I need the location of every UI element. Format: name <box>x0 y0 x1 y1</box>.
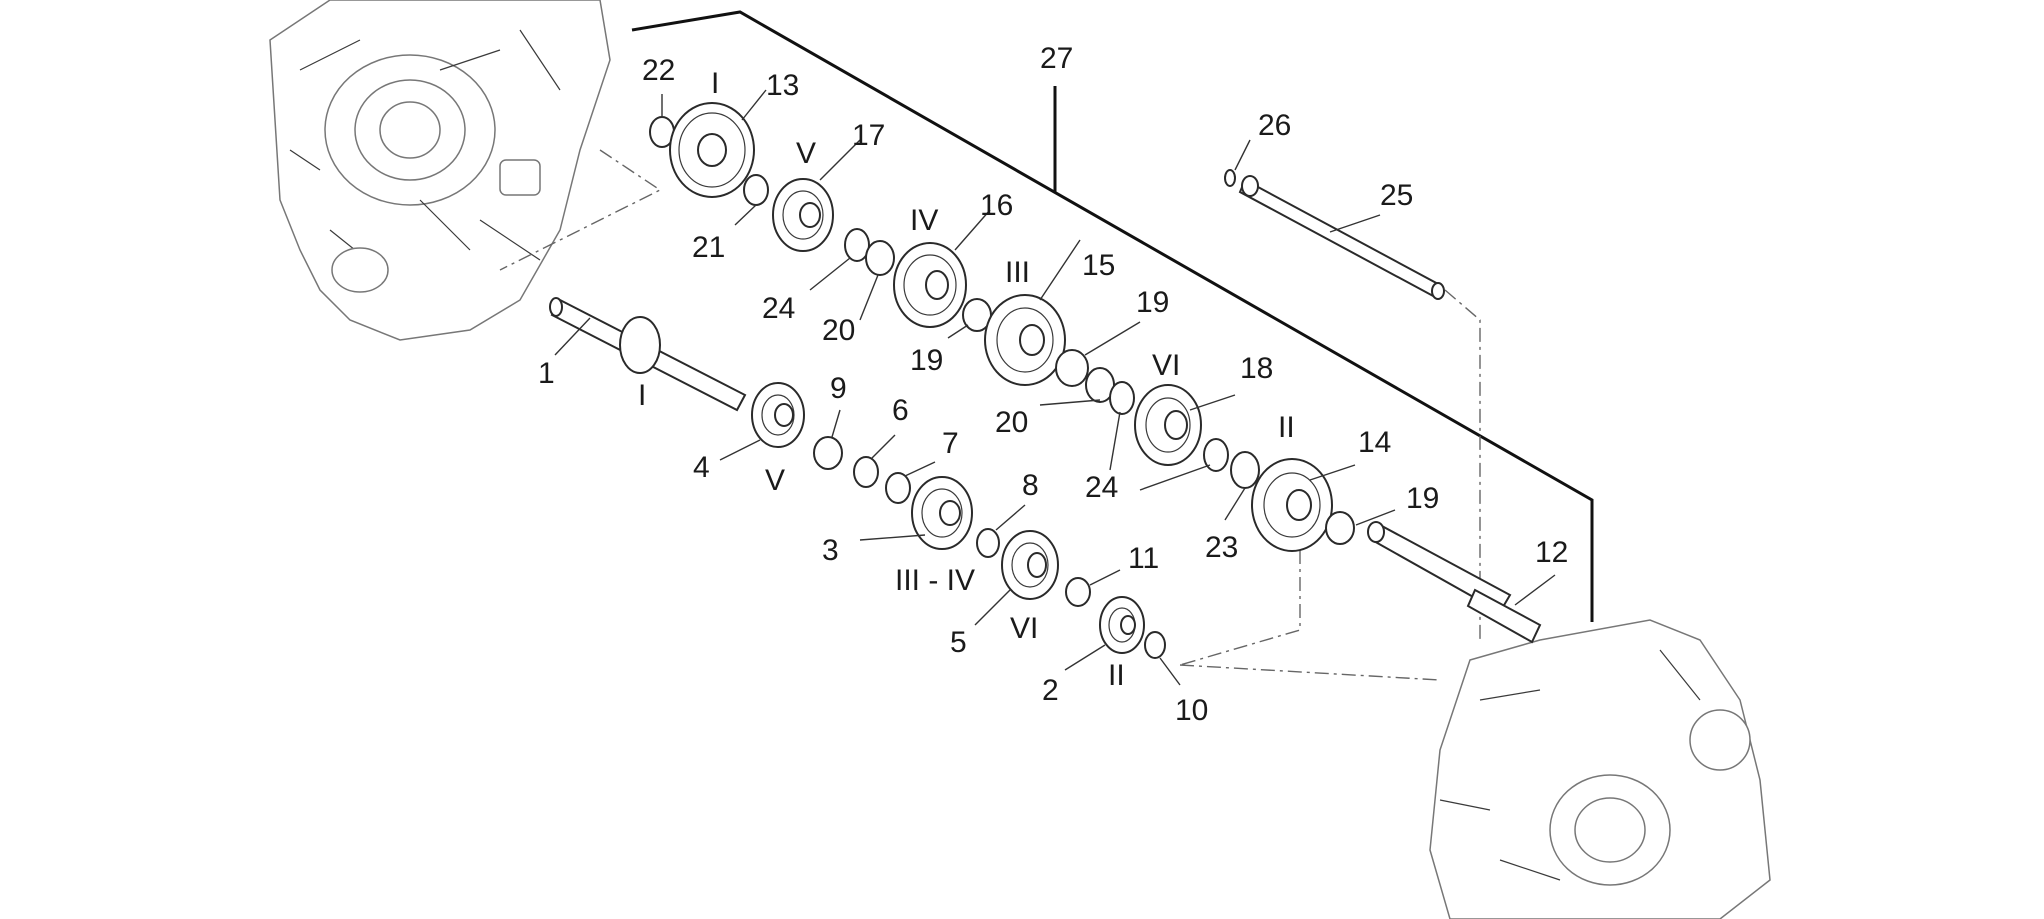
gear-18 <box>1134 384 1202 466</box>
callout-5: 5 <box>950 626 967 659</box>
gear-5 <box>1001 530 1059 600</box>
ratio-III-IV: III - IV <box>895 564 975 597</box>
callout-23: 23 <box>1205 531 1238 564</box>
callout-24-lower: 24 <box>1085 471 1118 504</box>
callout-18: 18 <box>1240 352 1273 385</box>
ratio-IV: IV <box>910 204 938 237</box>
ratio-II-lower: II <box>1108 659 1125 692</box>
callout-7: 7 <box>942 427 959 460</box>
centre-lines <box>499 149 1481 681</box>
callout-27: 27 <box>1040 42 1073 75</box>
assembly-bracket <box>631 10 1594 622</box>
callout-9: 9 <box>830 372 847 405</box>
callout-20-upper: 20 <box>822 314 855 347</box>
ratio-V-upper: V <box>796 137 816 170</box>
gear-13 <box>669 102 755 198</box>
callout-14: 14 <box>1358 426 1391 459</box>
ratio-V-lower: V <box>765 464 785 497</box>
gear-17 <box>772 178 834 252</box>
left-crankcase-half <box>269 0 611 341</box>
ratio-VI-upper: VI <box>1152 349 1180 382</box>
callout-10: 10 <box>1175 694 1208 727</box>
leader-lines <box>554 89 1556 686</box>
callout-4: 4 <box>693 451 710 484</box>
callout-16: 16 <box>980 189 1013 222</box>
ratio-I-upper: I <box>711 67 719 100</box>
callout-17: 17 <box>852 119 885 152</box>
ratio-III: III <box>1005 256 1030 289</box>
callout-13: 13 <box>766 69 799 102</box>
lower-gear-train <box>549 297 1166 659</box>
callout-1: 1 <box>538 357 555 390</box>
callout-26: 26 <box>1258 109 1291 142</box>
callout-19-upper-b: 19 <box>1136 286 1169 319</box>
gear-2 <box>1099 596 1145 654</box>
callout-12: 12 <box>1535 536 1568 569</box>
callout-3: 3 <box>822 534 839 567</box>
ratio-I-lower: I <box>638 379 646 412</box>
shaft-1 <box>549 297 747 412</box>
callout-6: 6 <box>892 394 909 427</box>
callout-19-right: 19 <box>1406 482 1439 515</box>
callout-19-upper-a: 19 <box>910 344 943 377</box>
gear-3 <box>911 476 973 550</box>
upper-gear-train <box>649 102 1542 644</box>
callout-21: 21 <box>692 231 725 264</box>
shaft-25 <box>1224 169 1445 300</box>
part-number-callouts: 22 13 17 21 16 24 20 19 15 19 20 18 24 1… <box>538 42 1568 727</box>
gear-ratio-labels: I V IV III VI II I V III - IV VI II <box>638 67 1295 692</box>
callout-2: 2 <box>1042 674 1059 707</box>
ratio-VI-lower: VI <box>1010 612 1038 645</box>
gear-14 <box>1251 458 1333 552</box>
right-crankcase-half <box>1429 619 1771 919</box>
gear-16 <box>893 242 967 328</box>
callout-11: 11 <box>1128 542 1159 575</box>
callout-22: 22 <box>642 54 675 87</box>
gear-4 <box>751 382 805 448</box>
callout-24-upper: 24 <box>762 292 795 325</box>
callout-8: 8 <box>1022 469 1039 502</box>
gear-15 <box>984 294 1066 386</box>
callout-25: 25 <box>1380 179 1413 212</box>
ratio-II-upper: II <box>1278 411 1295 444</box>
callout-20-lower: 20 <box>995 406 1028 439</box>
shaft-12 <box>1367 521 1542 644</box>
callout-15: 15 <box>1082 249 1115 282</box>
